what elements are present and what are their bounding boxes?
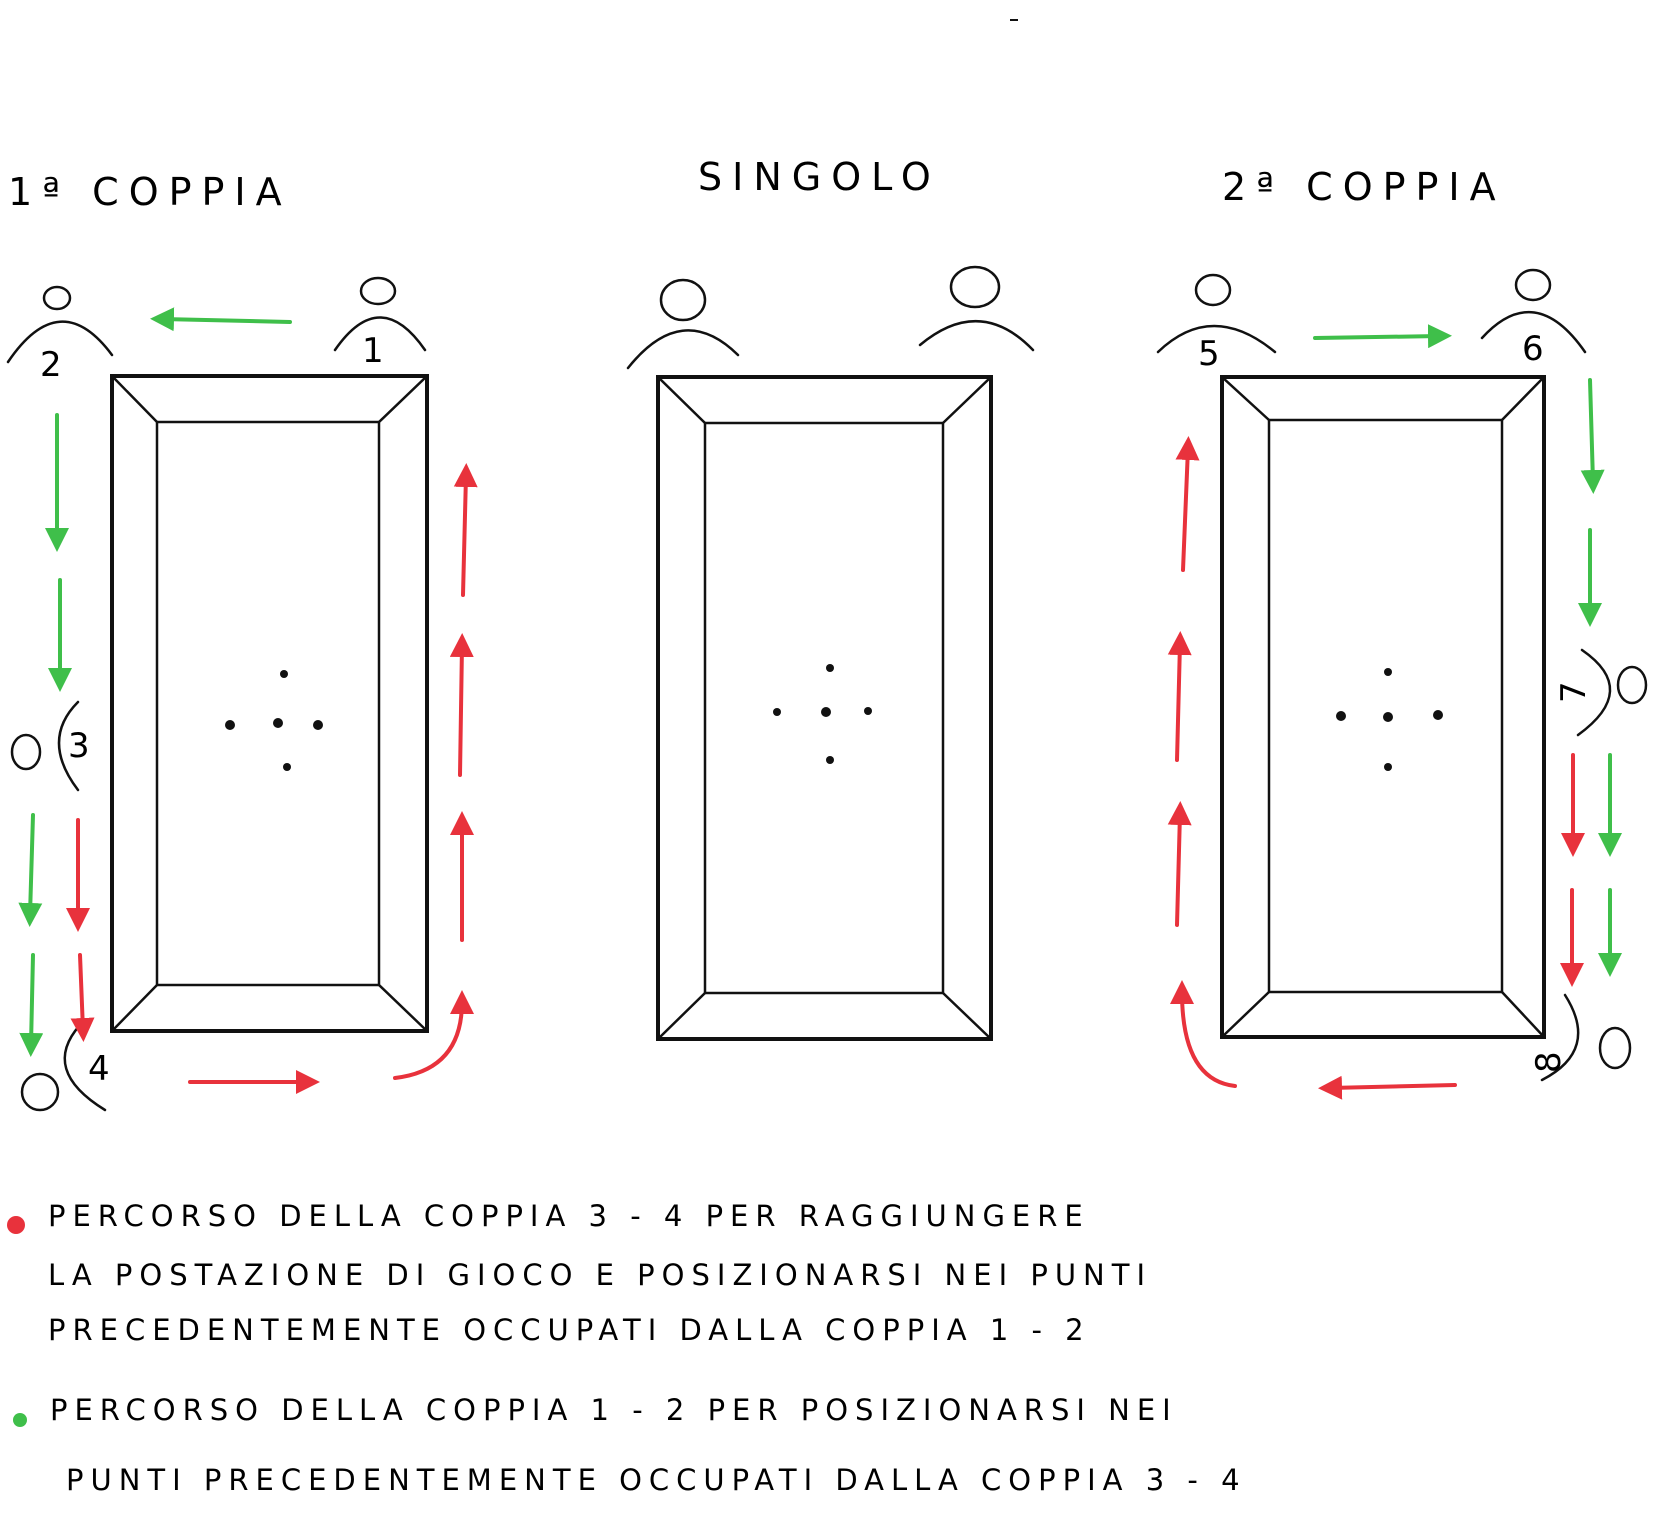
red-path-left <box>66 463 478 1094</box>
svg-text:4: 4 <box>88 1049 110 1089</box>
table-left <box>110 374 429 1033</box>
green-path-right <box>1313 324 1622 977</box>
player-6: 6 <box>1480 268 1587 369</box>
legend-red: PERCORSO DELLA COPPIA 3 - 4 PER RAGGIUNG… <box>7 1199 1152 1347</box>
svg-text:2: 2 <box>40 345 62 385</box>
svg-text:8: 8 <box>1529 1051 1569 1073</box>
svg-text:3: 3 <box>68 726 90 766</box>
player-1: 1 <box>333 276 427 371</box>
legend-red-line-3: PRECEDENTEMENTE OCCUPATI DALLA COPPIA 1 … <box>48 1313 1091 1347</box>
svg-text:1: 1 <box>362 331 384 371</box>
player-7: 7 <box>1554 648 1648 737</box>
player-3: 3 <box>10 700 90 792</box>
table-middle <box>656 375 993 1041</box>
heading-second-pair: 2ª COPPIA <box>1222 165 1506 209</box>
legend-red-dot <box>7 1216 25 1234</box>
legend-green: PERCORSO DELLA COPPIA 1 - 2 PER POSIZION… <box>13 1393 1247 1497</box>
svg-text:6: 6 <box>1522 329 1544 369</box>
red-path-right <box>1167 436 1585 1100</box>
heading-first-pair: 1ª COPPIA <box>8 170 292 214</box>
player-single-right <box>918 265 1035 352</box>
player-5: 5 <box>1156 273 1277 374</box>
player-8: 8 <box>1529 993 1632 1082</box>
player-2: 2 <box>6 285 114 385</box>
legend-green-dot <box>13 1413 27 1427</box>
green-path-left <box>18 307 292 1057</box>
heading-single: SINGOLO <box>698 155 941 199</box>
player-4: 4 <box>20 1023 110 1112</box>
player-single-left <box>626 278 740 370</box>
table-right <box>1220 375 1546 1039</box>
legend-green-line-2: PUNTI PRECEDENTEMENTE OCCUPATI DALLA COP… <box>66 1463 1247 1497</box>
legend-red-line-2: LA POSTAZIONE DI GIOCO E POSIZIONARSI NE… <box>48 1258 1152 1292</box>
svg-text:5: 5 <box>1198 334 1220 374</box>
legend-red-line-1: PERCORSO DELLA COPPIA 3 - 4 PER RAGGIUNG… <box>48 1199 1090 1233</box>
legend-green-line-1: PERCORSO DELLA COPPIA 1 - 2 PER POSIZION… <box>50 1393 1178 1427</box>
svg-text:7: 7 <box>1554 681 1594 703</box>
